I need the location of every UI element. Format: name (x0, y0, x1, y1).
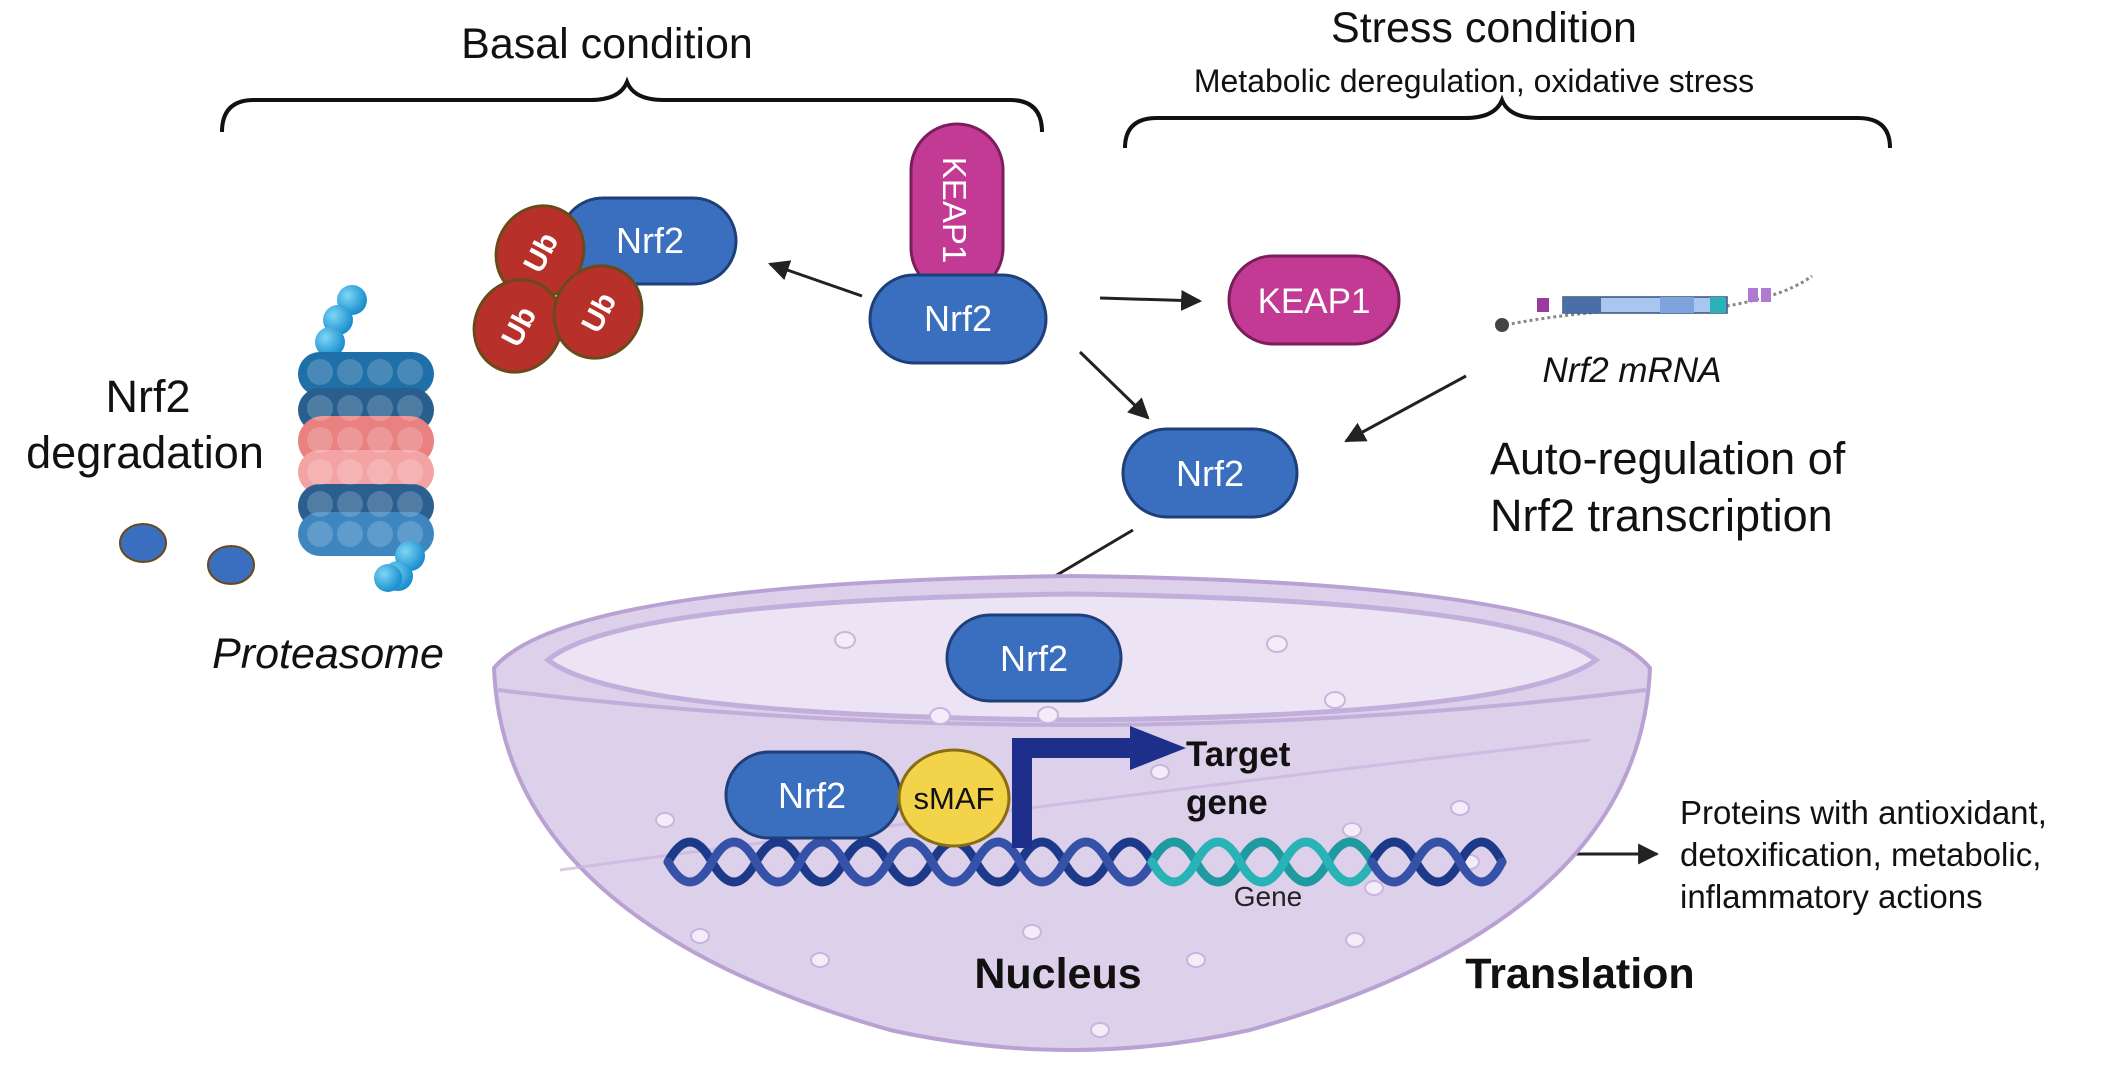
stress-condition-subheading: Metabolic deregulation, oxidative stress (1194, 63, 1754, 99)
translation-label: Translation (1465, 950, 1694, 998)
gene-label: Gene (1234, 881, 1303, 912)
basal-condition-heading: Basal condition (461, 20, 753, 68)
target-gene-label-line2: gene (1186, 783, 1268, 822)
protein-outcome-line1: Proteins with antioxidant, (1680, 794, 2047, 831)
degraded-fragment (119, 523, 167, 563)
smaf-label: sMAF (914, 781, 995, 816)
nrf2-degradation-label-line1: Nrf2 (105, 371, 190, 422)
free-nrf2: Nrf2 (1121, 427, 1299, 519)
proteasome-illustration (298, 285, 434, 592)
ubiquitinated-nrf2: Nrf2 Ub Ub Ub (472, 196, 738, 374)
target-gene-label-line1: Target (1186, 735, 1291, 774)
nrf2-label: Nrf2 (778, 775, 846, 816)
stress-condition-heading: Stress condition (1331, 4, 1637, 52)
auto-regulation-label-line2: Nrf2 transcription (1490, 490, 1833, 541)
proteasome-label: Proteasome (212, 630, 444, 678)
degraded-fragment (207, 545, 255, 585)
protein-outcome-line3: inflammatory actions (1680, 878, 1983, 915)
basal-brace (220, 76, 1044, 133)
dna-helix (663, 837, 1507, 887)
nuclear-nrf2: Nrf2 (945, 613, 1123, 703)
nrf2-label: Nrf2 (616, 220, 684, 261)
keap1-label: KEAP1 (1258, 282, 1371, 321)
nrf2-degradation-label-line2: degradation (26, 427, 264, 478)
arrow-from-mrna (1344, 374, 1467, 443)
nrf2-label: Nrf2 (1176, 453, 1244, 494)
nrf2-mrna-strand (1495, 274, 1813, 332)
promoter-arrow (1012, 726, 1186, 848)
keap1-label: KEAP1 (936, 157, 973, 263)
nucleus-label: Nucleus (974, 950, 1141, 998)
protein-outcome-line2: detoxification, metabolic, (1680, 836, 2041, 873)
stress-brace (1123, 94, 1892, 149)
arrow-to-keap1-release (1099, 289, 1203, 311)
nrf2-mrna-label: Nrf2 mRNA (1543, 351, 1722, 390)
auto-regulation-label-line1: Auto-regulation of (1490, 433, 1846, 484)
nrf2-label: Nrf2 (1000, 638, 1068, 679)
free-keap1: KEAP1 (1227, 254, 1401, 346)
arrow-to-free-nrf2 (1078, 350, 1150, 420)
nrf2-smaf-complex: Nrf2 sMAF (724, 748, 1011, 848)
nrf2-label: Nrf2 (924, 298, 992, 339)
keap1-nrf2-complex: KEAP1 Nrf2 (868, 122, 1048, 365)
arrow-to-degradation (768, 260, 863, 298)
